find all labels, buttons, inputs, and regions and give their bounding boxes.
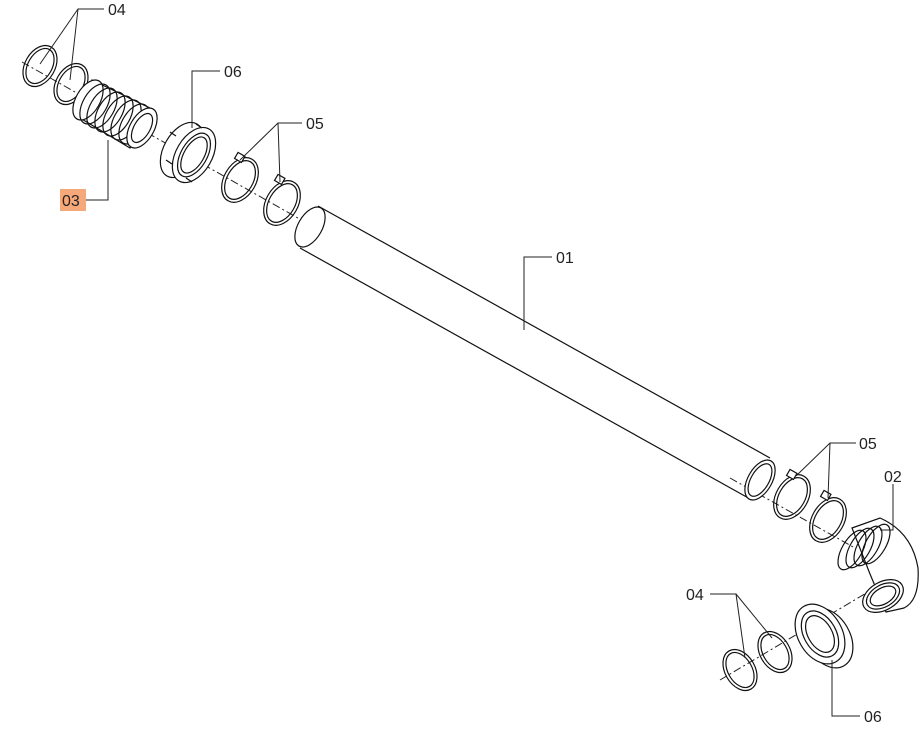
callout-06-upper: 06 (224, 64, 242, 81)
callout-01: 01 (556, 250, 574, 267)
callout-04-upper: 04 (108, 2, 126, 19)
corrugated-adapter (72, 79, 158, 149)
callout-03: 03 (62, 193, 80, 210)
callout-02: 02 (884, 469, 902, 486)
callout-04-lower: 04 (686, 587, 704, 604)
assembly-axis-upper (21, 61, 306, 223)
callout-06-lower: 06 (864, 709, 882, 726)
leader-lines (39, 8, 894, 717)
union-nut-upper (159, 121, 217, 184)
elbow-fitting (837, 517, 919, 613)
callout-03-highlight (60, 189, 86, 211)
hose-clamp-pair-upper (221, 151, 301, 226)
callout-05-upper: 05 (306, 116, 324, 133)
hose-clamp-pair-lower (773, 468, 847, 543)
union-nut-lower (794, 603, 854, 669)
straight-pipe (294, 205, 776, 501)
callout-05-lower: 05 (859, 436, 877, 453)
o-ring-pair-lower (722, 630, 793, 692)
